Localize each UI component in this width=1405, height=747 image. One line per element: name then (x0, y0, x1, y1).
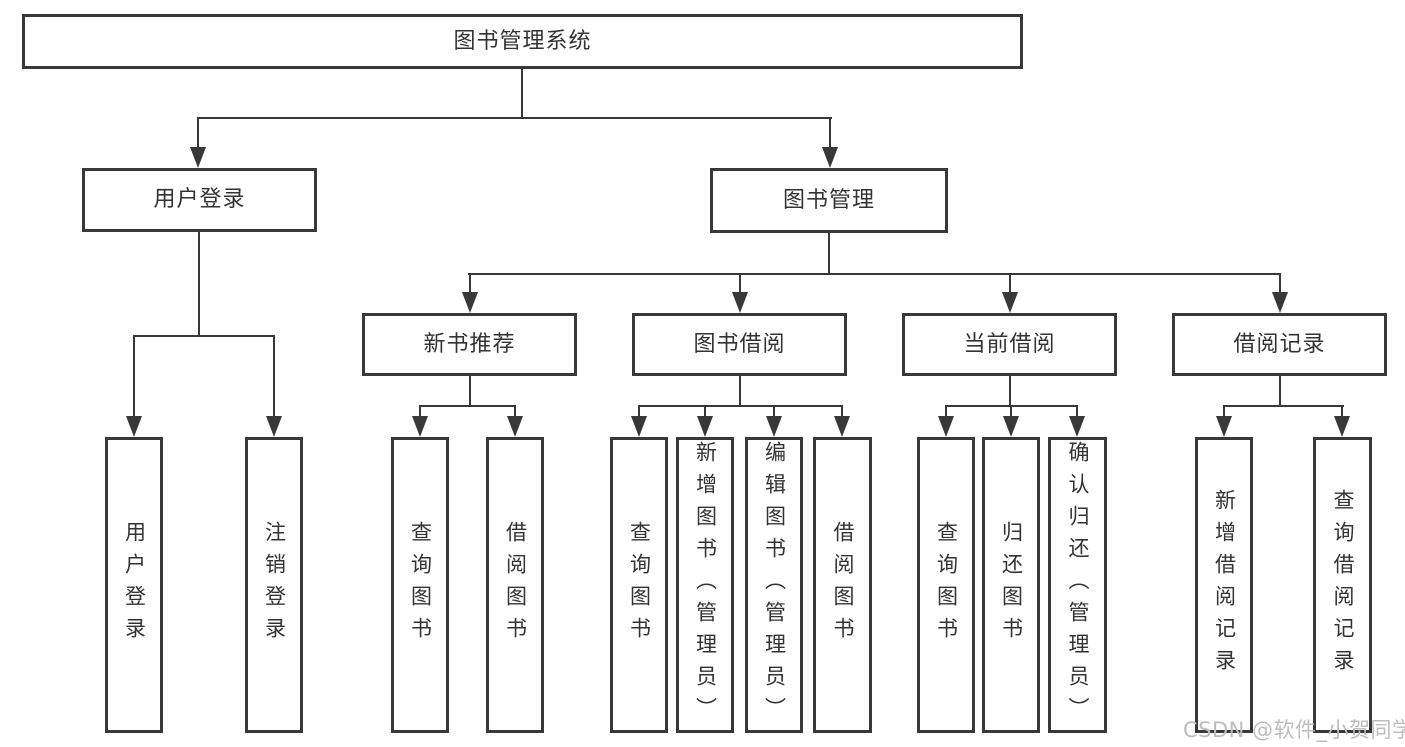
arrow-down-icon (266, 416, 282, 437)
arrow-down-icon (631, 416, 647, 437)
leaf-add-borrow-record: 新增借阅记录 (1195, 437, 1253, 733)
leaf-confirm-return-admin: 确认归还（管理员） (1048, 437, 1107, 733)
connector-drop (704, 406, 706, 418)
node-label: 查询图书 (408, 521, 433, 649)
arrow-down-icon (1002, 292, 1018, 313)
node-label: 图书借阅 (693, 331, 786, 357)
node-label: 新书推荐 (423, 331, 516, 357)
arrow-down-icon (1069, 416, 1085, 437)
leaf-query-books-current: 查询图书 (917, 437, 975, 733)
arrow-down-icon (190, 147, 206, 168)
node-label: 借阅记录 (1233, 331, 1326, 357)
arrow-down-icon (1003, 416, 1019, 437)
node-label: 查询图书 (627, 521, 652, 649)
node-label: 新增借阅记录 (1212, 489, 1237, 681)
connector-book-mgmt-bus (468, 273, 1281, 275)
leaf-borrow-books-recommend: 借阅图书 (486, 437, 544, 733)
connector-recommend-bus (419, 405, 516, 407)
node-label: 新增图书（管理员） (693, 441, 718, 729)
node-label: 归还图书 (999, 521, 1024, 649)
connector-drop (1009, 274, 1011, 295)
node-label: 图书管理 (782, 187, 875, 213)
arrow-down-icon (938, 416, 954, 437)
connector-drop (773, 406, 775, 418)
node-new-book-recommend: 新书推荐 (362, 313, 577, 376)
connector-borrowing-bus (638, 405, 843, 407)
leaf-user-login: 用户登录 (105, 437, 163, 733)
node-label: 确认归还（管理员） (1066, 441, 1090, 729)
leaf-edit-books-admin: 编辑图书（管理员） (745, 437, 803, 733)
connector-records-bus (1223, 405, 1344, 407)
arrow-down-icon (1272, 292, 1288, 313)
connector-drop (469, 274, 471, 295)
connector-borrowing-stem (739, 376, 741, 406)
node-label: 查询借阅记录 (1331, 489, 1355, 681)
node-book-management: 图书管理 (710, 168, 948, 233)
arrow-down-icon (126, 416, 142, 437)
connector-drop (273, 336, 275, 417)
node-library-management-system: 图书管理系统 (22, 14, 1023, 69)
connector-records-stem (1279, 376, 1281, 406)
connector-user-login-bus (133, 335, 275, 337)
connector-drop (197, 118, 199, 149)
connector-drop (514, 406, 516, 418)
arrow-down-icon (462, 292, 478, 313)
node-current-borrowing: 当前借阅 (902, 313, 1117, 376)
connector-drop (1223, 406, 1225, 418)
arrow-down-icon (834, 416, 850, 437)
node-label: 用户登录 (153, 187, 246, 212)
leaf-borrow-books: 借阅图书 (813, 437, 872, 733)
arrow-down-icon (822, 147, 838, 168)
leaf-query-books-borrowing: 查询图书 (610, 437, 668, 733)
connector-drop (841, 406, 843, 418)
leaf-return-books: 归还图书 (982, 437, 1040, 733)
node-user-login: 用户登录 (82, 168, 317, 232)
arrow-down-icon (412, 416, 428, 437)
node-label: 借阅图书 (831, 521, 855, 649)
arrow-down-icon (697, 416, 713, 437)
leaf-query-borrow-record: 查询借阅记录 (1313, 437, 1372, 733)
leaf-add-books-admin: 新增图书（管理员） (676, 437, 734, 733)
node-borrowing-records: 借阅记录 (1172, 313, 1387, 376)
node-label: 查询图书 (934, 521, 959, 649)
connector-book-mgmt-stem (828, 233, 830, 274)
connector-drop (419, 406, 421, 418)
node-label: 注销登录 (262, 521, 287, 649)
connector-drop (945, 406, 947, 418)
csdn-watermark: CSDN @软件_小贺同学 (1183, 718, 1405, 742)
connector-drop (739, 274, 741, 295)
arrow-down-icon (732, 292, 748, 313)
arrow-down-icon (507, 416, 523, 437)
arrow-down-icon (766, 416, 782, 437)
connector-drop (133, 336, 135, 417)
connector-recommend-stem (469, 376, 471, 406)
connector-root-bus (197, 117, 832, 119)
connector-drop (1010, 406, 1012, 418)
connector-root-stem (521, 69, 523, 118)
node-label: 图书管理系统 (453, 28, 592, 54)
node-label: 编辑图书（管理员） (762, 441, 787, 729)
connector-drop (1279, 274, 1281, 295)
arrow-down-icon (1334, 416, 1350, 437)
leaf-query-books-recommend: 查询图书 (391, 437, 449, 733)
connector-user-login-stem (198, 232, 200, 336)
node-label: 用户登录 (122, 521, 147, 649)
connector-drop (638, 406, 640, 418)
connector-drop (1076, 406, 1078, 418)
node-label: 借阅图书 (503, 521, 528, 649)
connector-drop (1341, 406, 1343, 418)
node-book-borrowing: 图书借阅 (632, 313, 847, 376)
leaf-logout-login: 注销登录 (245, 437, 303, 733)
connector-current-stem (1009, 376, 1011, 406)
arrow-down-icon (1216, 416, 1232, 437)
node-label: 当前借阅 (963, 331, 1056, 357)
connector-drop (829, 118, 831, 149)
